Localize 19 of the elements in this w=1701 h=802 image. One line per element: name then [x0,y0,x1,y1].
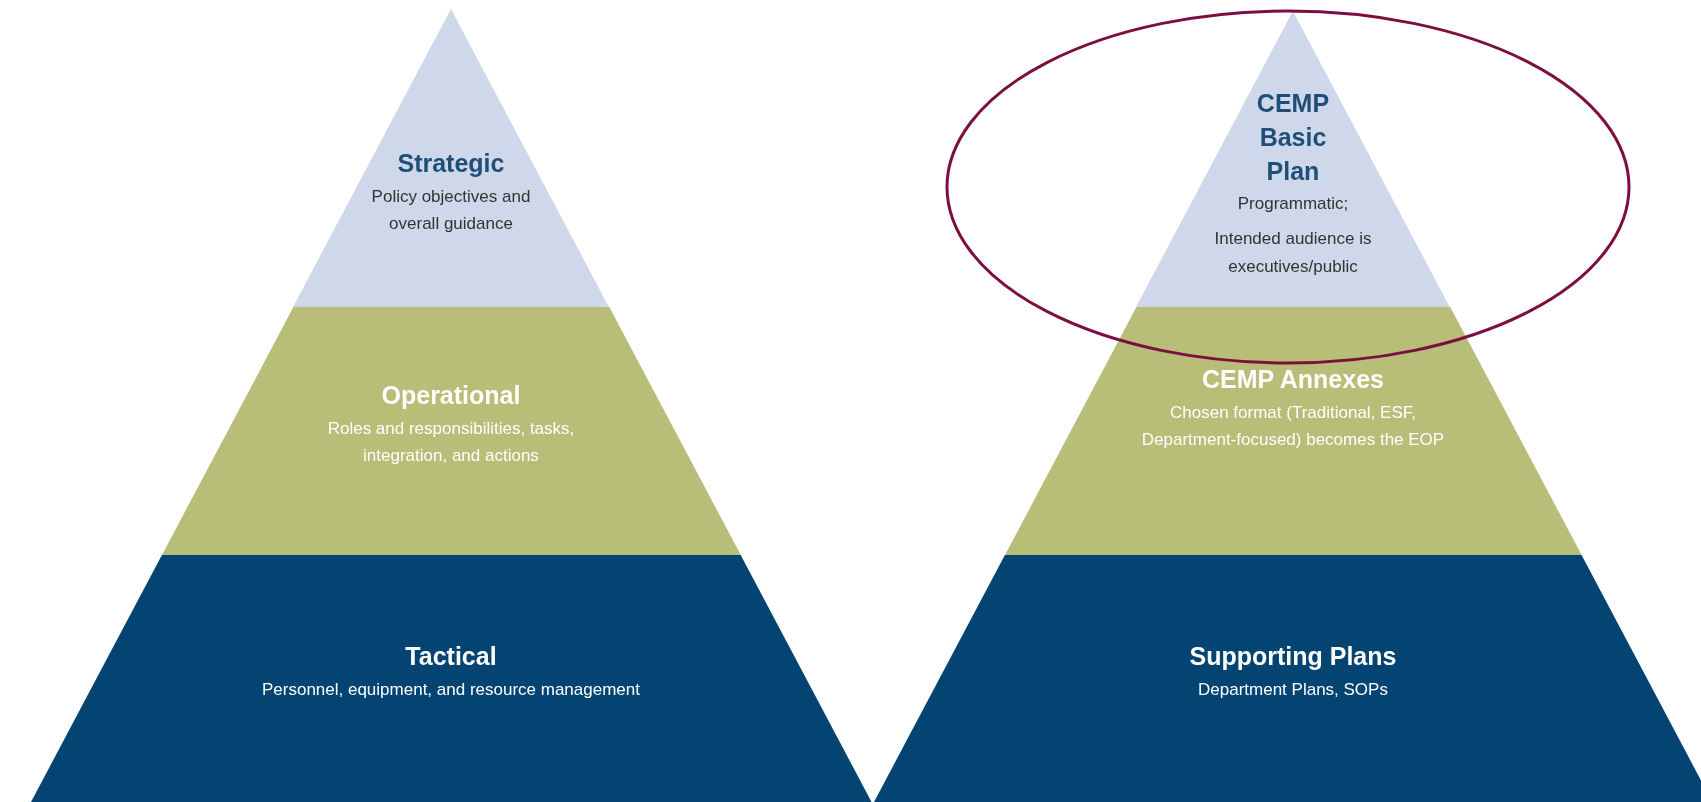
tier-description: Programmatic; [1236,193,1350,216]
tier-heading: Operational [380,380,522,411]
tier-heading: Strategic [396,148,506,179]
pyramid-tier [161,307,741,555]
tier-heading: CEMP Basic Plan [1255,88,1331,187]
tier-description: Department Plans, SOPs [1197,678,1389,701]
pyramid-tier [873,555,1701,802]
tier-description: Chosen format (Traditional, ESF, Department-focused) becomes the EOP [1140,401,1446,451]
tier-description: Intended audience is executives/public [1213,228,1373,278]
tier-heading: Tactical [404,641,498,672]
pyramid-tier [293,9,609,307]
tier-heading: Supporting Plans [1188,641,1398,672]
tier-description: Personnel, equipment, and resource management [260,678,641,701]
tier-description: Policy objectives and overall guidance [370,185,532,235]
pyramid-tier [30,555,871,802]
tier-heading: CEMP Annexes [1200,364,1385,395]
tier-description: Roles and responsibilities, tasks, integration, and actions [326,417,576,467]
highlight-ellipse [944,8,1632,366]
pyramid-tier [1004,307,1582,555]
